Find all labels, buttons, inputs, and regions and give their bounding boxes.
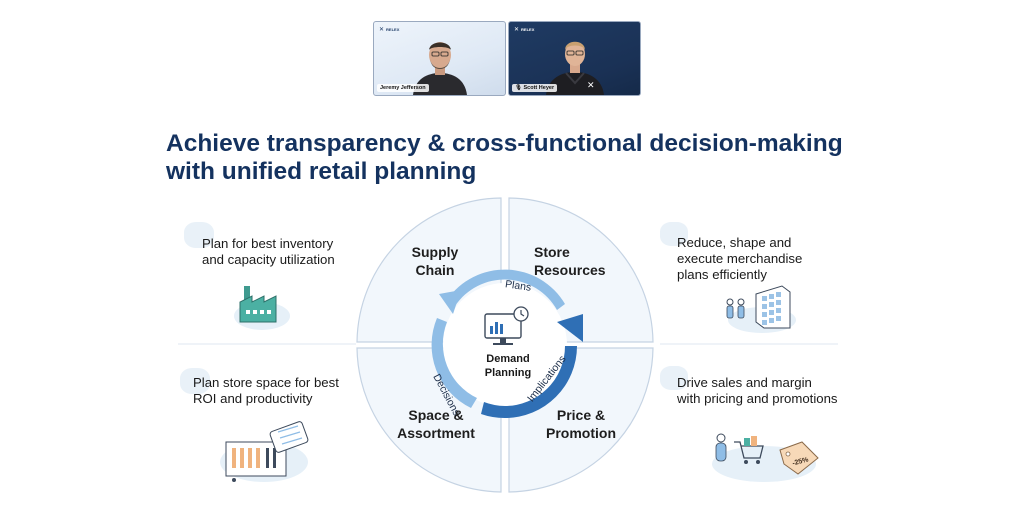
mic-icon: 🎙 — [515, 85, 522, 91]
participant-name: Jeremy Jefferson — [377, 84, 429, 92]
store-layout-icon — [220, 421, 309, 482]
implications-arrow — [481, 346, 577, 419]
slide-title: Achieve transparency & cross-functional … — [166, 130, 886, 186]
title-line-2: with unified retail planning — [166, 158, 477, 185]
planning-cycle-diagram — [356, 197, 654, 493]
side-text-pricing: Drive sales and margin with pricing and … — [677, 375, 838, 406]
svg-text:✕: ✕ — [587, 81, 595, 91]
plans-arrow — [447, 269, 565, 310]
side-text-inventory: Plan for best inventory and capacity uti… — [202, 236, 335, 267]
video-tile-jeremy[interactable]: ✕RELEX Jeremy Jefferson — [373, 21, 506, 96]
shopping-cart-tag-icon: -25% — [712, 433, 819, 482]
brand-logo: ✕RELEX — [514, 27, 535, 33]
video-tile-scott[interactable]: ✕RELEX ✕ 🎙 Scott Heyer — [508, 21, 641, 96]
quadrant-label-price-promotion: Price &Promotion — [546, 407, 616, 441]
brand-logo: ✕RELEX — [379, 27, 400, 33]
side-text-merchandise: Reduce, shape and execute merchandise pl… — [677, 235, 803, 282]
monitor-chart-icon — [484, 306, 529, 345]
participant-name: 🎙 Scott Heyer — [512, 84, 558, 92]
quadrant-label-space-assortment: Space &Assortment — [397, 407, 475, 441]
decor-blob — [660, 222, 688, 246]
decor-blob — [660, 366, 688, 390]
discount-tag-text: -25% — [792, 456, 810, 467]
decisions-arrow — [431, 318, 477, 408]
factory-icon — [234, 286, 290, 330]
title-line-1: Achieve transparency & cross-functional … — [166, 130, 843, 157]
center-demand-planning: Demand Planning — [484, 353, 532, 379]
staff-building-icon — [726, 285, 796, 333]
decor-blob — [180, 368, 210, 394]
side-text-store-space: Plan store space for best ROI and produc… — [193, 375, 339, 406]
participant-avatar: ✕ — [545, 41, 604, 95]
decor-blob — [184, 222, 214, 248]
